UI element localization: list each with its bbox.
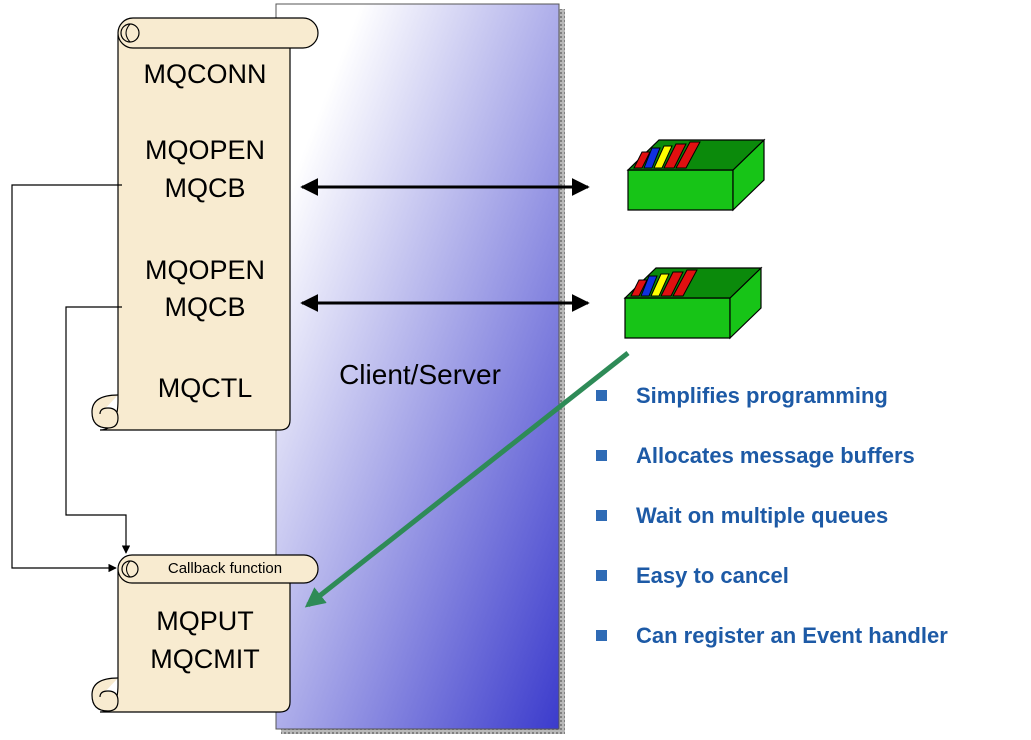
feature-item: Wait on multiple queues	[596, 488, 948, 548]
feature-item: Simplifies programming	[596, 368, 948, 428]
bullet-squares	[596, 390, 607, 641]
callback-connector-2	[65, 306, 131, 554]
feature-item: Can register an Event handler	[596, 608, 948, 668]
feature-text: Simplifies programming	[636, 383, 888, 408]
feature-text: Allocates message buffers	[636, 443, 915, 468]
feature-item: Easy to cancel	[596, 548, 948, 608]
feature-list: Simplifies programming Allocates message…	[596, 368, 948, 668]
client-server-panel	[275, 3, 565, 734]
queue-icon-2	[623, 266, 763, 340]
client-server-label: Client/Server	[339, 359, 501, 390]
mqctl-label: MQCTL	[157, 373, 253, 403]
callback-connector-1	[11, 184, 122, 573]
mqconn-label: MQCONN	[143, 59, 267, 89]
scroll-api-calls	[91, 17, 319, 431]
feature-text: Can register an Event handler	[636, 623, 948, 648]
mqcb-label-1: MQCB	[164, 173, 246, 203]
feature-text: Wait on multiple queues	[636, 503, 889, 528]
feature-text: Easy to cancel	[636, 563, 789, 588]
message-delivery-arrow	[304, 351, 630, 608]
mqput-label: MQPUT	[156, 606, 254, 636]
callback-function-header: Callback function	[167, 560, 283, 577]
feature-item: Allocates message buffers	[596, 428, 948, 488]
mqcb-label-2: MQCB	[164, 292, 246, 322]
queue-icon-1	[626, 138, 766, 212]
mqopen-label-1: MQOPEN	[144, 135, 265, 165]
mqopen-label-2: MQOPEN	[144, 255, 265, 285]
scroll-callback	[91, 554, 319, 713]
mqcmit-label: MQCMIT	[150, 644, 260, 674]
